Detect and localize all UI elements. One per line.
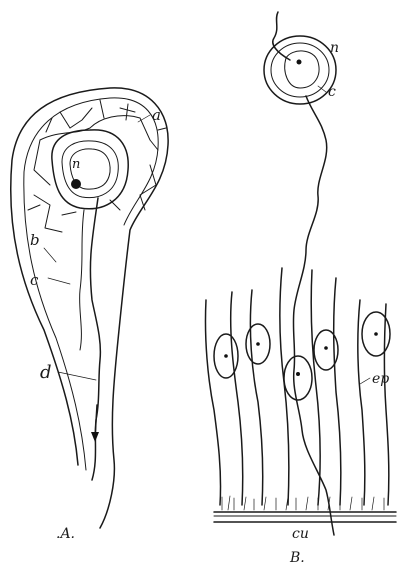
panel-a-label-d: d [40,362,52,383]
panel-a-label-c: c [30,271,39,289]
panel-b-epithelial-cells [205,268,390,505]
panel-a-arrow-head [91,432,99,442]
panel-b-leader-ep [360,378,370,384]
panel-b-cell-nucleus [284,356,312,400]
panel-b-label-ep: ep [372,371,389,387]
panel-a-nucleolus [71,179,81,189]
panel-a-fibre-branch [80,210,84,350]
panel-b-label-cu: cu [292,526,309,542]
panel-b: n c ep cu B. [205,12,396,566]
panel-b-label-c: c [328,84,336,100]
panel-a: a b c d n .A. [11,88,168,542]
panel-a-caption: .A. [56,526,75,542]
panel-b-long-fibre [293,96,334,535]
panel-b-nucleolus [297,60,302,65]
panel-a-nucleus [52,130,128,209]
panel-a-label-n: n [72,157,80,172]
panel-a-outer-sheath [11,88,168,528]
panel-b-fibre-top [273,12,290,60]
panel-a-leader-d [58,372,96,380]
panel-b-caption: B. [289,550,305,566]
panel-a-leader-c [48,278,70,284]
panel-b-label-n: n [330,40,339,56]
panel-b-cilia [222,496,384,510]
panel-a-leader-b [44,248,56,262]
panel-a-label-a: a [152,106,161,124]
panel-a-label-b: b [30,231,40,249]
